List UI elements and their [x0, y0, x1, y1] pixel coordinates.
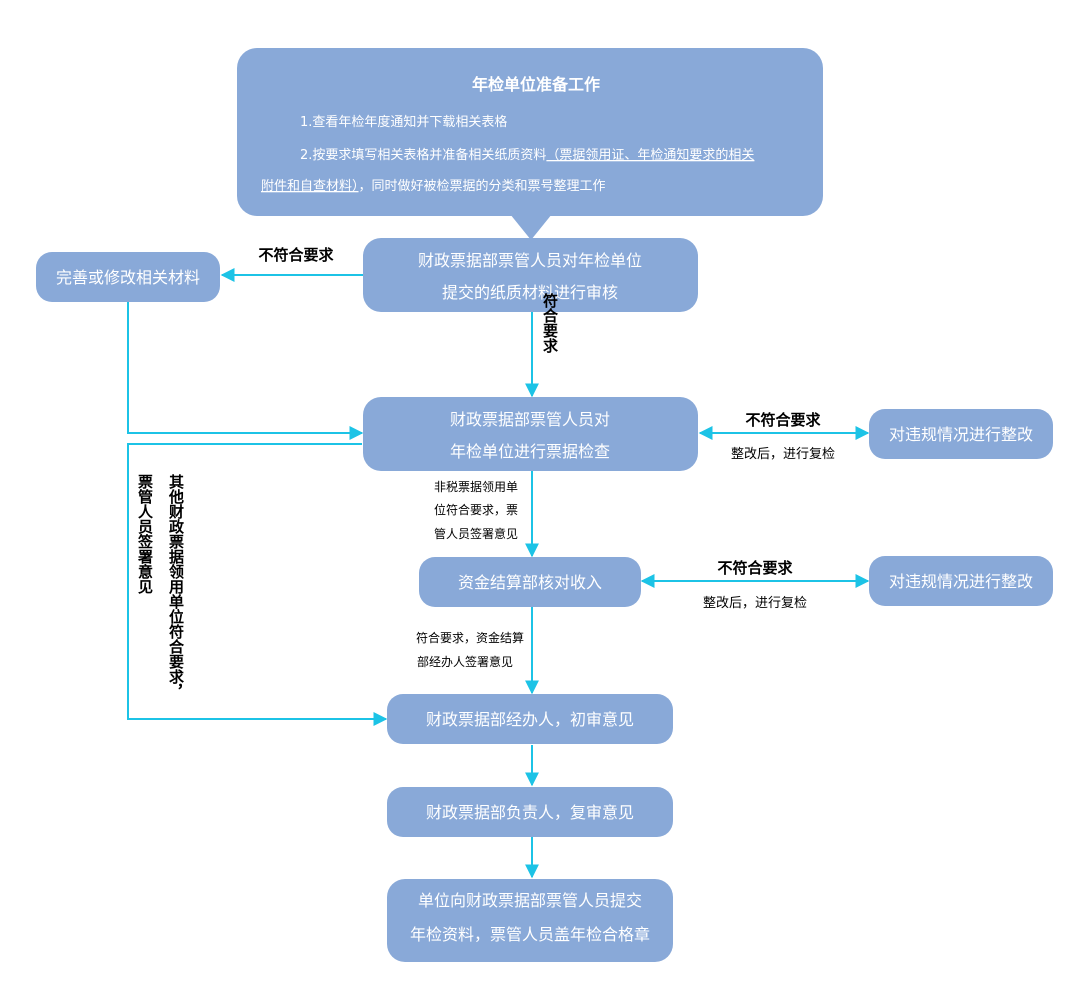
- rectify2-text: 对违规情况进行整改: [889, 572, 1033, 591]
- review-line1: 财政票据部票管人员对年检单位: [418, 251, 642, 270]
- node-final: 单位向财政票据部票管人员提交 年检资料，票管人员盖年检合格章: [387, 879, 673, 962]
- label-left-col1: 票管人员签署意见: [136, 474, 154, 594]
- label-not-meet-1: 不符合要求: [258, 246, 334, 264]
- first-review-box: [387, 694, 673, 744]
- settlement-box: [419, 557, 641, 607]
- prep-line1: 1.查看年检年度通知并下载相关表格: [300, 114, 507, 130]
- prep-callout: 年检单位准备工作 1.查看年检年度通知并下载相关表格 2.按要求填写相关表格并准…: [237, 48, 823, 240]
- second-review-box: [387, 787, 673, 837]
- fix-materials-text: 完善或修改相关材料: [56, 268, 200, 287]
- prep-line3: 附件和自查材料），同时做好被检票据的分类和票号整理工作: [261, 178, 606, 194]
- node-rectify1: 对违规情况进行整改: [869, 409, 1053, 459]
- rectify2-box: [869, 556, 1053, 606]
- prep-line2a: 2.按要求填写相关表格并准备相关纸质资料: [300, 147, 546, 163]
- final-line1: 单位向财政票据部票管人员提交: [418, 891, 642, 910]
- label-nontax-1: 非税票据领用单: [434, 480, 518, 494]
- label-recheck-2: 整改后，进行复检: [703, 596, 807, 611]
- label-not-meet-3: 不符合要求: [717, 559, 793, 577]
- edge-labels: 不符合要求 符合要求 不符合要求 整改后，进行复检 非税票据领用单 位符合要求，…: [136, 246, 835, 699]
- second-review-text: 财政票据部负责人，复审意见: [426, 803, 634, 822]
- connectors: [127, 268, 870, 879]
- node-rectify2: 对违规情况进行整改: [869, 556, 1053, 606]
- rectify1-text: 对违规情况进行整改: [889, 425, 1033, 444]
- prep-title: 年检单位准备工作: [472, 75, 600, 94]
- rectify1-box: [869, 409, 1053, 459]
- final-box: [387, 879, 673, 962]
- node-review: 财政票据部票管人员对年检单位 提交的纸质材料进行审核: [363, 238, 698, 312]
- label-not-meet-2: 不符合要求: [745, 411, 821, 429]
- prep-line2b: （票据领用证、年检通知要求的相关: [546, 147, 754, 163]
- review-box: [363, 238, 698, 312]
- settlement-text: 资金结算部核对收入: [458, 573, 602, 592]
- label-left-col2: 其他财政票据领用单位符合要求，: [167, 473, 185, 699]
- label-settle-ok-2: 部经办人签署意见: [417, 654, 513, 669]
- final-line2: 年检资料，票管人员盖年检合格章: [410, 925, 650, 944]
- first-review-text: 财政票据部经办人，初审意见: [426, 710, 634, 729]
- review-line2: 提交的纸质材料进行审核: [442, 283, 618, 302]
- prep-line2: 2.按要求填写相关表格并准备相关纸质资料（票据领用证、年检通知要求的相关: [300, 147, 754, 163]
- label-meets-vertical: 符合要求: [541, 292, 559, 354]
- prep-line3a: 附件和自查材料）: [261, 179, 359, 194]
- node-second-review: 财政票据部负责人，复审意见: [387, 787, 673, 837]
- node-inspect: 财政票据部票管人员对 年检单位进行票据检查: [363, 397, 698, 471]
- arrow-bypass-to-first: [127, 443, 388, 726]
- inspect-line2: 年检单位进行票据检查: [450, 442, 610, 461]
- label-nontax-2: 位符合要求，票: [434, 502, 518, 517]
- prep-line3b: ，同时做好被检票据的分类和票号整理工作: [359, 178, 606, 194]
- prep-pointer: [510, 214, 552, 240]
- label-settle-ok-1: 符合要求，资金结算: [416, 630, 524, 645]
- label-nontax-3: 管人员签署意见: [434, 526, 518, 541]
- prep-box: [237, 48, 823, 216]
- inspect-line1: 财政票据部票管人员对: [450, 410, 610, 429]
- node-first-review: 财政票据部经办人，初审意见: [387, 694, 673, 744]
- node-fix-materials: 完善或修改相关材料: [36, 252, 220, 302]
- fix-materials-box: [36, 252, 220, 302]
- arrow-fix-to-inspect: [127, 302, 364, 440]
- node-settlement: 资金结算部核对收入: [419, 557, 641, 607]
- inspect-box: [363, 397, 698, 471]
- label-recheck-1: 整改后，进行复检: [731, 447, 835, 462]
